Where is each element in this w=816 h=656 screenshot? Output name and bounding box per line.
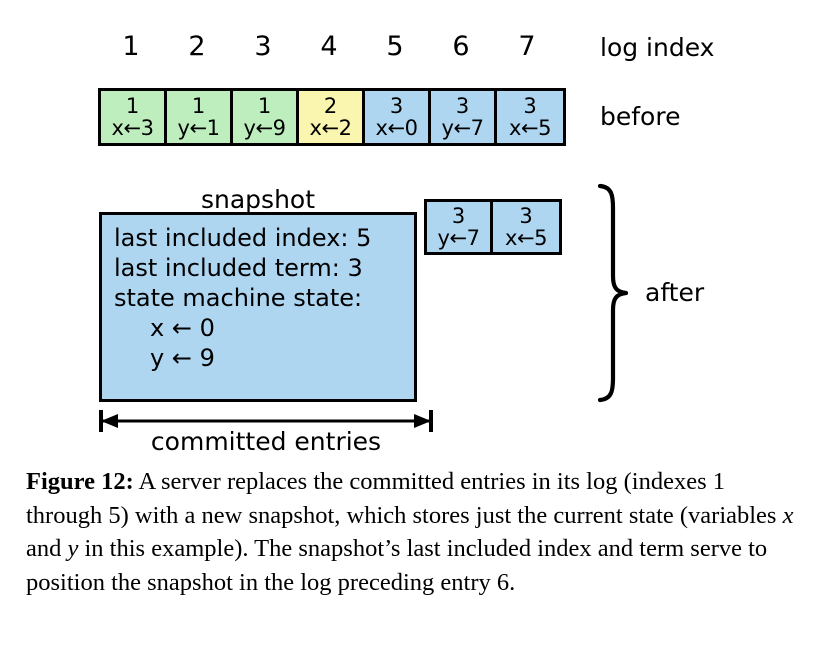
- figure-caption-text-1: A server replaces the committed entries …: [26, 468, 783, 529]
- snapshot-state-machine-heading: state machine state:: [114, 284, 363, 312]
- log-entry-term: 1: [191, 93, 206, 118]
- snapshot-title: snapshot: [200, 185, 316, 214]
- before-log-row: 1 x←3 1 y←1 1 y←9 2 x←2 3 x←0 3 y←7 3 x←…: [98, 88, 566, 146]
- log-entry-command: y←7: [441, 115, 484, 140]
- after-log-row: 3 y←7 3 x←5: [424, 199, 562, 255]
- committed-entries-arrow-icon: [99, 410, 433, 432]
- before-label: before: [600, 102, 681, 131]
- log-index-label-3: 3: [254, 31, 272, 62]
- snapshot-state-y: y ← 9: [150, 344, 215, 372]
- log-entry-term: 3: [451, 203, 466, 228]
- log-entry-term: 2: [323, 93, 338, 118]
- log-index-label-1: 1: [122, 31, 140, 62]
- figure-caption: Figure 12: A server replaces the committ…: [26, 465, 798, 599]
- after-log-entry-6: 3 y←7: [427, 202, 493, 252]
- log-index-label-6: 6: [452, 31, 470, 62]
- log-entry-1: 1 x←3: [101, 91, 167, 143]
- log-entry-command: x←3: [111, 115, 154, 140]
- log-entry-2: 1 y←1: [167, 91, 233, 143]
- log-entry-term: 3: [389, 93, 404, 118]
- log-index-label-5: 5: [386, 31, 404, 62]
- log-entry-command: x←5: [509, 115, 551, 140]
- log-entry-5: 3 x←0: [365, 91, 431, 143]
- log-index-label-2: 2: [188, 31, 206, 62]
- log-entry-command: y←1: [177, 115, 220, 140]
- log-entry-term: 3: [523, 93, 537, 118]
- log-entry-command: x←0: [375, 115, 418, 140]
- snapshot-last-included-term: last included term: 3: [114, 254, 363, 282]
- log-entry-command: x←2: [309, 115, 352, 140]
- after-label: after: [645, 278, 705, 307]
- after-brace-icon: [597, 183, 629, 403]
- log-entry-term: 3: [455, 93, 470, 118]
- committed-entries-label: committed entries: [150, 427, 382, 456]
- log-index-caption: log index: [600, 33, 715, 62]
- log-entry-term: 1: [125, 93, 140, 118]
- snapshot-last-included-index: last included index: 5: [114, 224, 372, 252]
- figure-caption-text-2: and: [26, 535, 68, 562]
- log-entry-4: 2 x←2: [299, 91, 365, 143]
- snapshot-box: last included index: 5 last included ter…: [99, 212, 417, 402]
- log-index-label-7: 7: [518, 31, 536, 62]
- log-entry-term: 1: [257, 93, 272, 118]
- log-entry-7: 3 x←5: [497, 91, 563, 143]
- log-entry-6: 3 y←7: [431, 91, 497, 143]
- after-log-entry-7: 3 x←5: [493, 202, 559, 252]
- log-entry-command: x←5: [505, 225, 547, 250]
- log-entry-term: 3: [519, 203, 533, 228]
- log-entry-command: y←7: [437, 225, 480, 250]
- snapshot-state-x: x ← 0: [150, 314, 215, 342]
- log-index-label-4: 4: [320, 31, 338, 62]
- log-entry-command: y←9: [243, 115, 286, 140]
- figure-caption-text-3: in this example). The snapshot’s last in…: [26, 535, 768, 596]
- figure-caption-var-y: y: [67, 535, 79, 562]
- log-entry-3: 1 y←9: [233, 91, 299, 143]
- figure-caption-number: Figure 12:: [26, 468, 134, 495]
- figure-caption-var-x: x: [782, 501, 794, 529]
